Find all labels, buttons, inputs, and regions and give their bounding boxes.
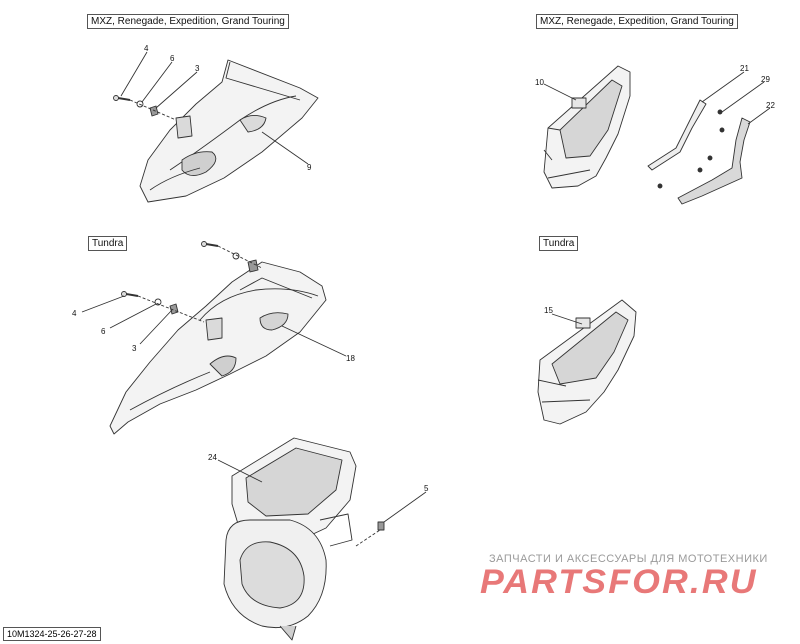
- callout-6-tundra: 6: [101, 327, 106, 336]
- label-mxz-right: MXZ, Renegade, Expedition, Grand Touring: [536, 14, 738, 29]
- callout-24: 24: [208, 453, 217, 462]
- watermark-logo: PARTSFOR.RU: [480, 563, 786, 601]
- callout-3-upper: 3: [195, 64, 200, 73]
- callout-15: 15: [544, 306, 553, 315]
- callout-4-tundra: 4: [72, 309, 77, 318]
- callout-9: 9: [307, 163, 312, 172]
- callout-21: 21: [740, 64, 749, 73]
- label-tundra-right: Tundra: [539, 236, 579, 251]
- airbox-part-10: [543, 65, 631, 189]
- cover-part-18: [109, 261, 327, 435]
- callout-22: 22: [766, 101, 775, 110]
- callout-18: 18: [346, 354, 355, 363]
- fastener-set-upper: [113, 95, 177, 121]
- callout-29: 29: [761, 75, 770, 84]
- bracket-part-22: [677, 117, 751, 205]
- watermark-brand: PARTSFOR.RU: [480, 563, 758, 601]
- label-mxz-left: MXZ, Renegade, Expedition, Grand Touring: [87, 14, 289, 29]
- fastener-set-tundra: [121, 241, 263, 323]
- housing-part-24: [223, 437, 357, 641]
- fastener-part-5: [355, 521, 385, 547]
- callout-3-tundra: 3: [132, 344, 137, 353]
- callout-4-upper: 4: [144, 44, 149, 53]
- diagram-reference-code: 10M1324-25-26-27-28: [3, 627, 101, 641]
- airbox-part-15: [537, 299, 637, 425]
- callout-10: 10: [535, 78, 544, 87]
- cover-part-9: [139, 59, 319, 203]
- callout-6-upper: 6: [170, 54, 175, 63]
- label-tundra-left: Tundra: [88, 236, 128, 251]
- bracket-part-21: [647, 99, 707, 171]
- callout-5: 5: [424, 484, 429, 493]
- watermark-tagline: ЗАПЧАСТИ И АКСЕССУАРЫ ДЛЯ МОТОТЕХНИКИ: [489, 553, 768, 565]
